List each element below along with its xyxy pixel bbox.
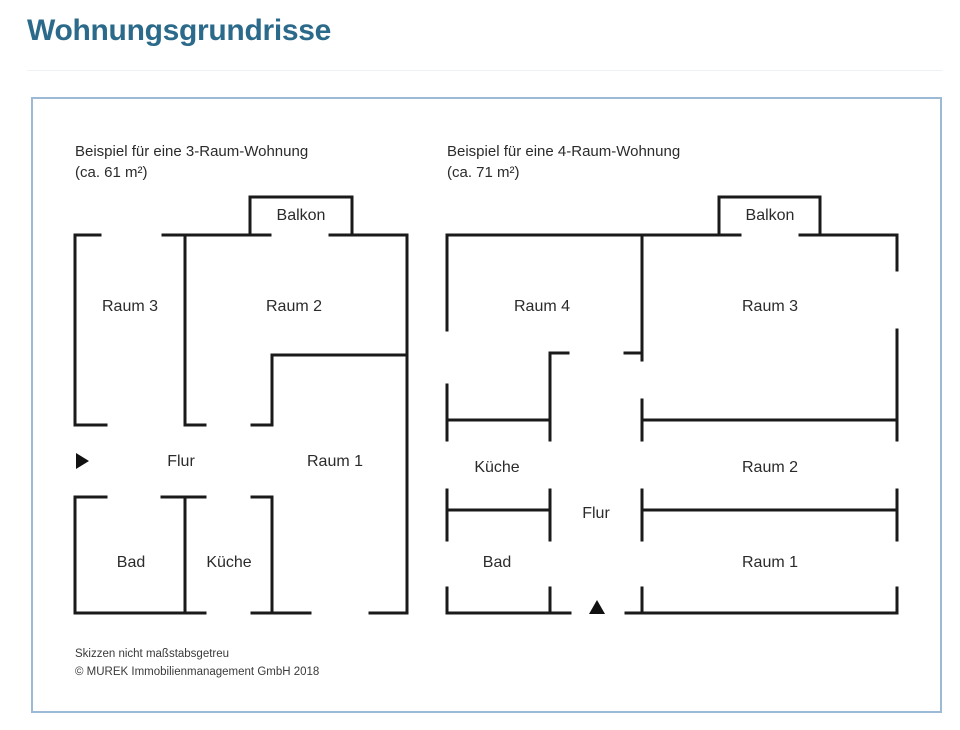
plan-3-raum2-label: Raum 2: [266, 298, 322, 315]
plan-3-flur-label: Flur: [167, 453, 195, 470]
plan-4-raum4-label: Raum 4: [514, 298, 570, 315]
plan-3-walls: [73, 195, 409, 615]
plan-4-raum1-label: Raum 1: [742, 554, 798, 571]
plan-3-kueche-label: Küche: [206, 554, 251, 571]
plan-4-raum2-label: Raum 2: [742, 459, 798, 476]
plan-4-raum: Beispiel für eine 4-Raum-Wohnung (ca. 71…: [445, 143, 899, 615]
entrance-arrow-up-icon: [589, 600, 605, 614]
page-title: Wohnungsgrundrisse: [27, 14, 332, 47]
plan-4-bad-label: Bad: [483, 554, 511, 571]
floorplan-frame: [31, 97, 942, 713]
plan-4-kueche-label: Küche: [474, 459, 519, 476]
plan-4-balcony-wall: [717, 195, 822, 237]
footnote-scale: Skizzen nicht maßstabsgetreu: [75, 648, 229, 660]
title-divider: [27, 70, 942, 71]
plan-4-heading: Beispiel für eine 4-Raum-Wohnung: [447, 143, 680, 160]
plan-4-raum3-label: Raum 3: [742, 298, 798, 315]
plan-3-balcony-wall: [248, 195, 354, 237]
plan-3-raum1-label: Raum 1: [307, 453, 363, 470]
plan-3-area: (ca. 61 m²): [75, 164, 148, 181]
plan-3-bad-label: Bad: [117, 554, 145, 571]
footnote-copyright: © MUREK Immobilienmanagement GmbH 2018: [75, 666, 319, 678]
plan-4-area: (ca. 71 m²): [447, 164, 520, 181]
plan-4-flur-label: Flur: [582, 505, 610, 522]
plan-3-heading: Beispiel für eine 3-Raum-Wohnung: [75, 143, 308, 160]
plan-4-walls: [445, 195, 899, 615]
entrance-arrow-icon: [76, 453, 89, 469]
plan-4-balkon-label: Balkon: [746, 207, 795, 224]
plan-3-raum3-label: Raum 3: [102, 298, 158, 315]
plan-3-raum: Beispiel für eine 3-Raum-Wohnung (ca. 61…: [73, 143, 409, 615]
plan-3-balkon-label: Balkon: [277, 207, 326, 224]
